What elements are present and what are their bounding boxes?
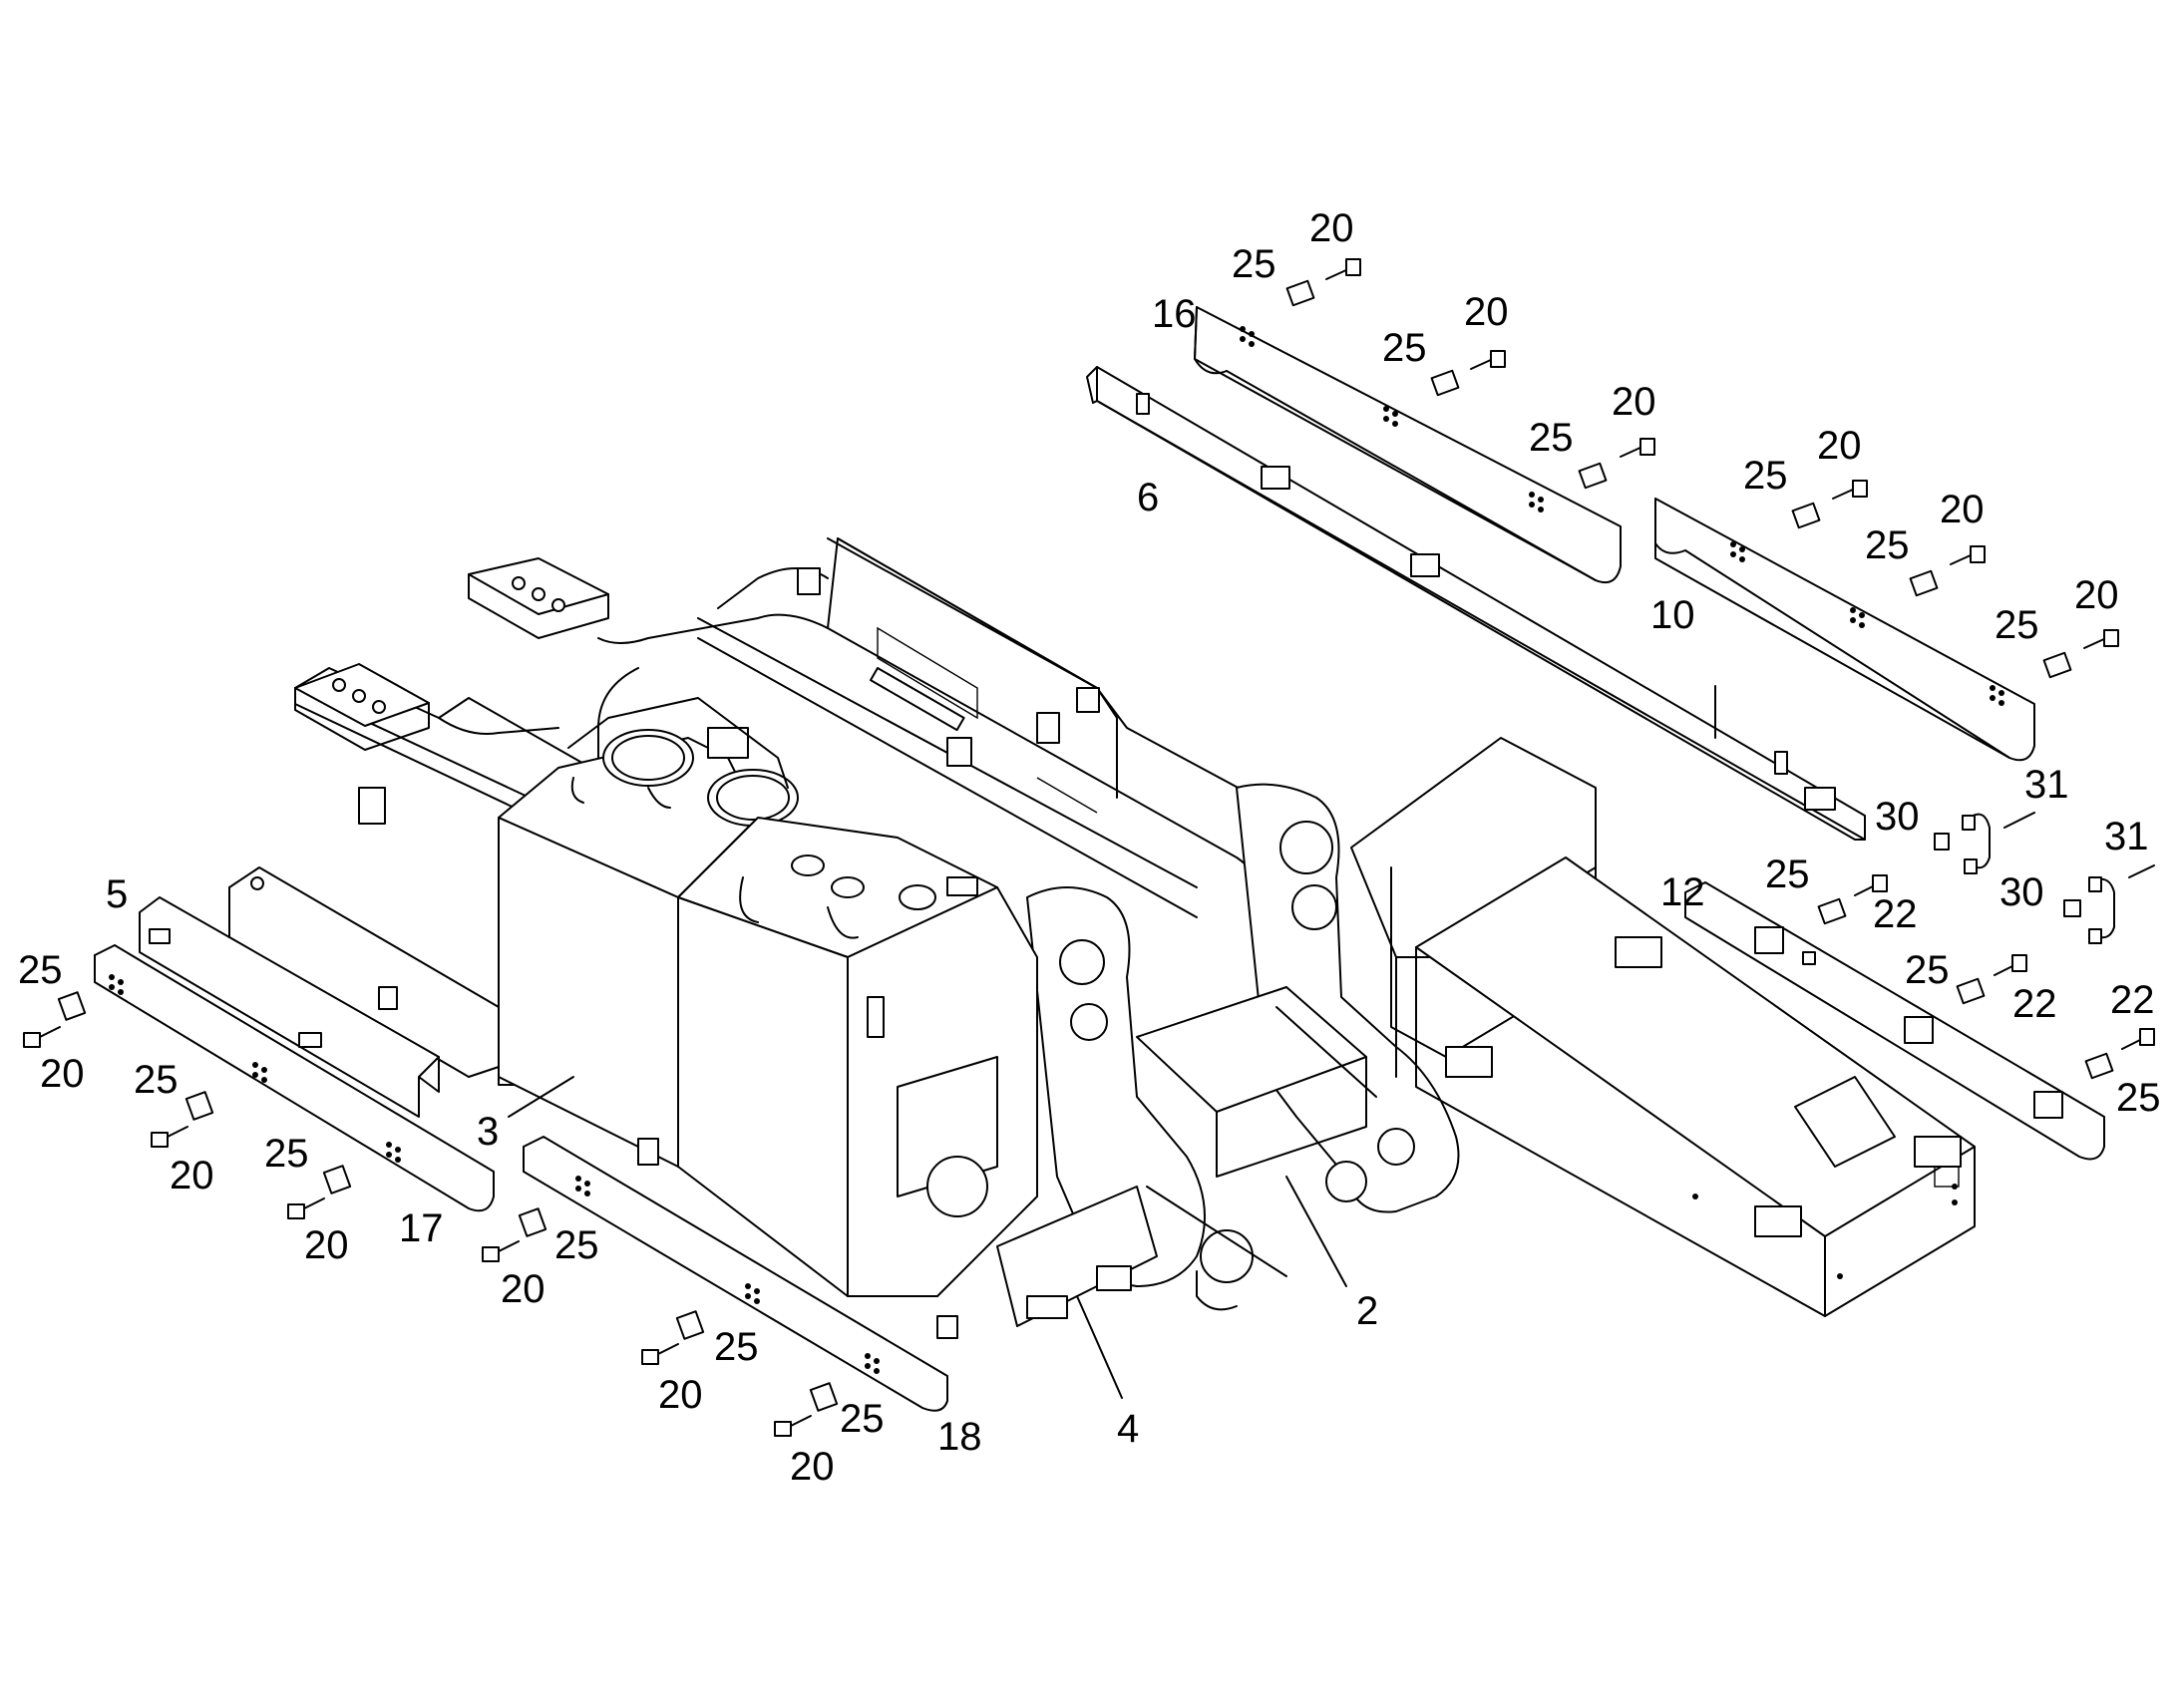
callout-3: 3 [477, 1110, 499, 1154]
callout-20: 20 [1940, 488, 1985, 531]
callout-22: 22 [2110, 978, 2155, 1022]
callout-12: 12 [1660, 870, 1705, 914]
callout-25: 25 [2116, 1076, 2161, 1120]
callout-25: 25 [134, 1058, 179, 1102]
handle-assembly [1934, 813, 2115, 944]
callout-20: 20 [1464, 290, 1509, 334]
right-cover-front [1194, 306, 1622, 584]
callout-25: 25 [18, 948, 63, 992]
callout-labels: 2 3 4 5 6 10 12 16 17 18 20 25 20 25 20 … [18, 206, 2161, 1489]
counterweight [1350, 737, 1976, 1317]
callout-31: 31 [2024, 763, 2069, 807]
callout-25: 25 [1743, 454, 1788, 498]
callout-18: 18 [937, 1415, 982, 1459]
callout-25: 25 [264, 1132, 309, 1176]
callout-25: 25 [840, 1397, 885, 1441]
callout-20: 20 [170, 1154, 214, 1197]
callout-25: 25 [554, 1223, 599, 1267]
fasteners [23, 258, 2155, 1437]
counterweight-cover [1684, 881, 2105, 1161]
callout-25: 25 [1765, 853, 1810, 896]
callout-5: 5 [106, 872, 128, 916]
callout-10: 10 [1650, 593, 1695, 637]
callout-20: 20 [1817, 424, 1862, 468]
callout-4: 4 [1117, 1407, 1139, 1451]
callout-25: 25 [1865, 523, 1910, 567]
callout-30: 30 [1875, 795, 1920, 839]
callout-20: 20 [658, 1373, 703, 1417]
callout-20: 20 [790, 1445, 835, 1489]
callout-16: 16 [1152, 292, 1197, 336]
callout-17: 17 [399, 1206, 444, 1250]
callout-31: 31 [2104, 815, 2149, 858]
callout-25: 25 [714, 1325, 759, 1369]
callout-20: 20 [1612, 380, 1656, 424]
callout-20: 20 [501, 1267, 545, 1311]
callout-20: 20 [40, 1052, 85, 1096]
callout-25: 25 [1382, 326, 1427, 370]
callout-25: 25 [1905, 948, 1950, 992]
callout-20: 20 [1309, 206, 1354, 250]
callout-25: 25 [1232, 242, 1276, 286]
callout-2: 2 [1356, 1289, 1378, 1333]
callout-30: 30 [1999, 870, 2044, 914]
callout-25: 25 [1529, 416, 1574, 460]
callout-20: 20 [2074, 573, 2119, 617]
callout-22: 22 [2012, 982, 2057, 1026]
leader-lines [508, 1076, 1347, 1399]
callout-6: 6 [1137, 476, 1159, 519]
callout-25: 25 [1995, 603, 2039, 647]
callout-22: 22 [1873, 892, 1918, 936]
left-front-beam [139, 896, 440, 1118]
right-rear-beam [1086, 366, 1866, 841]
left-cover-outer [94, 944, 495, 1212]
right-cover-rear [1654, 498, 2035, 762]
left-cover-lower [523, 1136, 948, 1412]
callout-20: 20 [304, 1223, 349, 1267]
hydraulic-tank [677, 817, 1158, 1339]
